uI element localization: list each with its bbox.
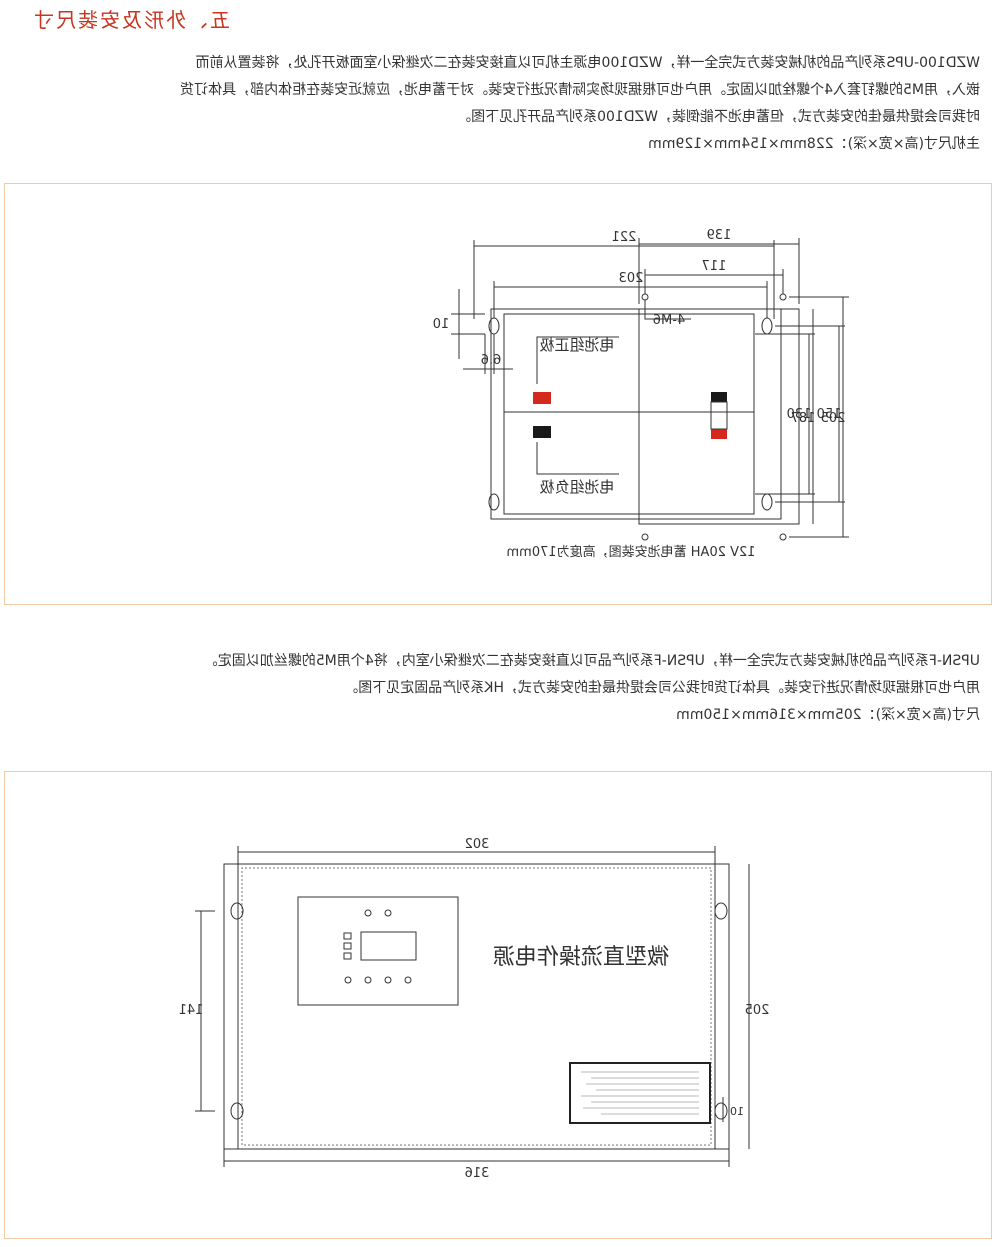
dim-205-label: 205 — [821, 411, 846, 426]
section1-paragraph: WZD100-UPS系列产品的机械安装方式完全一样，WZD100电源主机可以直接… — [180, 50, 980, 158]
battery-caption: 12V 20AH 蓄电池安装图，高度为170mm — [506, 544, 755, 560]
leader-negative — [536, 442, 619, 475]
dim-139-label: 139 — [707, 228, 732, 243]
install-diagram-2: 302 316 205 141 10 微型直流操作电源 — [179, 837, 770, 1181]
dim-10-label: 10 — [730, 1105, 744, 1118]
panel-button — [364, 976, 372, 984]
side-hole — [779, 533, 787, 541]
product-title: 微型直流操作电源 — [493, 945, 669, 970]
indicator-led — [343, 942, 352, 950]
panel-button — [404, 976, 412, 984]
install-figure-panel-2: 302 316 205 141 10 微型直流操作电源 — [4, 771, 992, 1239]
dim-6_6-label: 6.6 — [481, 353, 502, 368]
dim-10-label: 10 — [433, 317, 450, 332]
nameplate-text-lines — [581, 1071, 699, 1115]
dim-316-label: 316 — [465, 1166, 490, 1181]
dim-141-label: 141 — [179, 1003, 204, 1018]
terminal-negative-right — [533, 426, 551, 438]
mount-hole — [761, 317, 773, 335]
leader-positive — [536, 336, 619, 384]
dim-221-label: 221 — [612, 230, 637, 245]
dim-203-label: 203 — [619, 271, 644, 286]
nameplate — [569, 1062, 711, 1124]
mount-hole — [761, 493, 773, 511]
section-heading: 五、外形及安装尺寸 — [32, 8, 230, 32]
section1-line: 主机尺寸(高×宽×深)：228mm×154mm×129mm — [648, 136, 980, 152]
section2-paragraph: UPSN-F系列产品的机械安装方式完全一样，UPSN-F系列产品可以直接安装在二… — [204, 648, 980, 729]
terminal-positive-right — [533, 392, 551, 404]
section2-line: 用户也可根据现场情况进行安装。具体订货时我公司会提供最佳的安装方式，HK系列产品… — [344, 680, 980, 696]
body-inner-edge — [241, 867, 712, 1146]
mount-hole — [488, 493, 500, 511]
section1-line: WZD100-UPS系列产品的机械安装方式完全一样，WZD100电源主机可以直接… — [195, 55, 981, 71]
negative-terminal-label: 电池组负极 — [539, 478, 614, 496]
dim-302-label: 302 — [465, 837, 490, 852]
mount-hole — [230, 902, 244, 920]
front-mount-plate — [223, 863, 730, 1150]
panel-button — [384, 976, 392, 984]
section1-line: 嵌入，用M5的螺钉套入4个螺栓加以固定。用户也可根据现场实际情况进行安装。对于蓄… — [180, 82, 980, 98]
terminal-bridge-left — [710, 401, 728, 430]
dim-187-label: 187 — [791, 411, 816, 426]
mount-hole — [230, 1102, 244, 1120]
mount-hole — [714, 902, 728, 920]
side-hole — [641, 533, 649, 541]
panel-screw — [364, 909, 372, 917]
hole-label: 4-M6 — [653, 313, 685, 328]
install-figure-panel-1: 221 203 10 6.6 150 130 电池组正极 电池组负极 12V 2… — [4, 183, 992, 605]
section2-line: 尺寸(高×宽×深)：205mm×316mm×150mm — [676, 707, 980, 723]
indicator-led — [343, 932, 352, 940]
section2-line: UPSN-F系列产品的机械安装方式完全一样，UPSN-F系列产品可以直接安装在二… — [203, 653, 980, 669]
mount-hole — [714, 1102, 728, 1120]
leader-4m6 — [644, 300, 691, 320]
terminal-black-left — [711, 392, 727, 402]
install-diagram-1: 221 203 10 6.6 150 130 电池组正极 电池组负极 12V 2… — [433, 228, 849, 560]
front-unit-body — [237, 863, 716, 1150]
battery-body — [503, 313, 755, 515]
side-hole — [641, 293, 649, 301]
side-unit-box — [638, 308, 800, 525]
control-panel — [297, 896, 459, 1006]
dim-150-label: 150 — [817, 407, 842, 422]
dim-205-label: 205 — [745, 1003, 770, 1018]
panel-button — [344, 976, 352, 984]
positive-terminal-label: 电池组正极 — [539, 336, 614, 354]
dim-117-label: 117 — [702, 259, 727, 274]
section1-line: 时我司会提供最佳的安装方式，但蓄电池不能倒装，WZD100系列产品开孔见下图。 — [457, 109, 980, 125]
side-hole — [779, 293, 787, 301]
battery-mount-plate — [490, 308, 782, 520]
terminal-red-left — [711, 429, 727, 439]
indicator-led — [343, 952, 352, 960]
display-screen — [360, 931, 417, 961]
panel-screw — [384, 909, 392, 917]
